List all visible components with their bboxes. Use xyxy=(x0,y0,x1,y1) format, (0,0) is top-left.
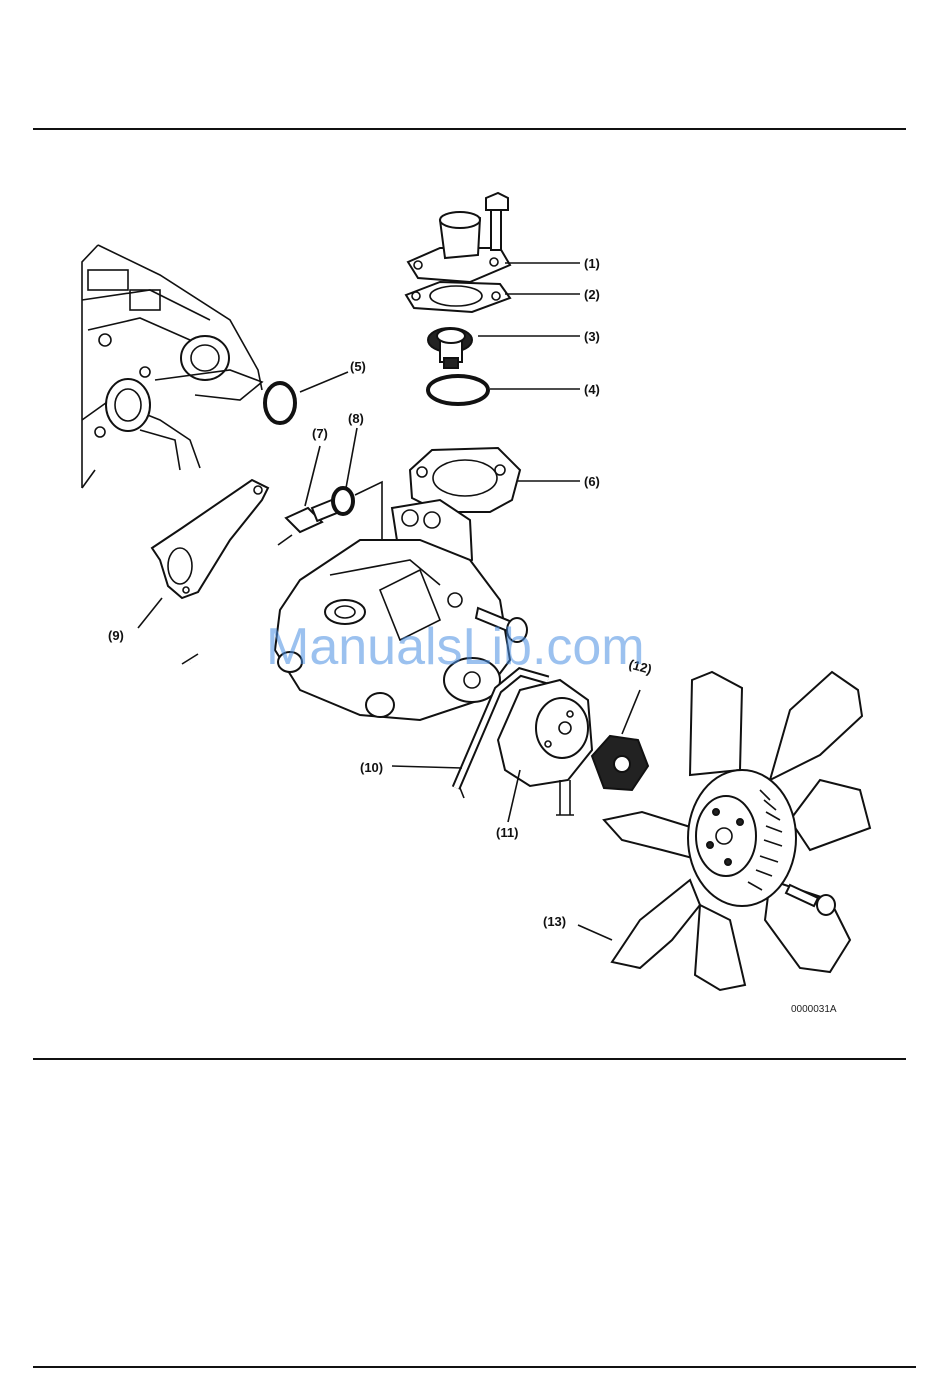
callout-7: (7) xyxy=(312,426,328,441)
pump-gasket xyxy=(152,480,268,598)
callout-1: (1) xyxy=(584,256,600,271)
callout-9: (9) xyxy=(108,628,124,643)
callout-2: (2) xyxy=(584,287,600,302)
callout-5: (5) xyxy=(350,359,366,374)
washer-8 xyxy=(333,488,353,514)
callout-11: (11) xyxy=(496,825,518,840)
watermark: ManualsLib.com xyxy=(266,618,645,676)
callout-3: (3) xyxy=(584,329,600,344)
callout-8: (8) xyxy=(348,411,364,426)
temperature-sensor xyxy=(278,500,338,545)
cooling-fan xyxy=(604,672,870,990)
callout-10: (10) xyxy=(360,760,383,775)
fan-pulley xyxy=(498,680,592,815)
thermostat-gasket xyxy=(406,282,510,312)
water-pump-housing xyxy=(275,448,520,720)
callout-6: (6) xyxy=(584,474,600,489)
figure-code: 0000031A xyxy=(791,1004,837,1015)
callout-13: (13) xyxy=(543,914,566,929)
o-ring-5 xyxy=(265,383,295,423)
thermostat xyxy=(428,328,472,368)
callout-4: (4) xyxy=(584,382,600,397)
cylinder-head xyxy=(82,245,262,488)
fan-spacer xyxy=(592,736,648,790)
cover-bolt xyxy=(486,193,508,250)
thermostat-ring xyxy=(428,376,488,404)
